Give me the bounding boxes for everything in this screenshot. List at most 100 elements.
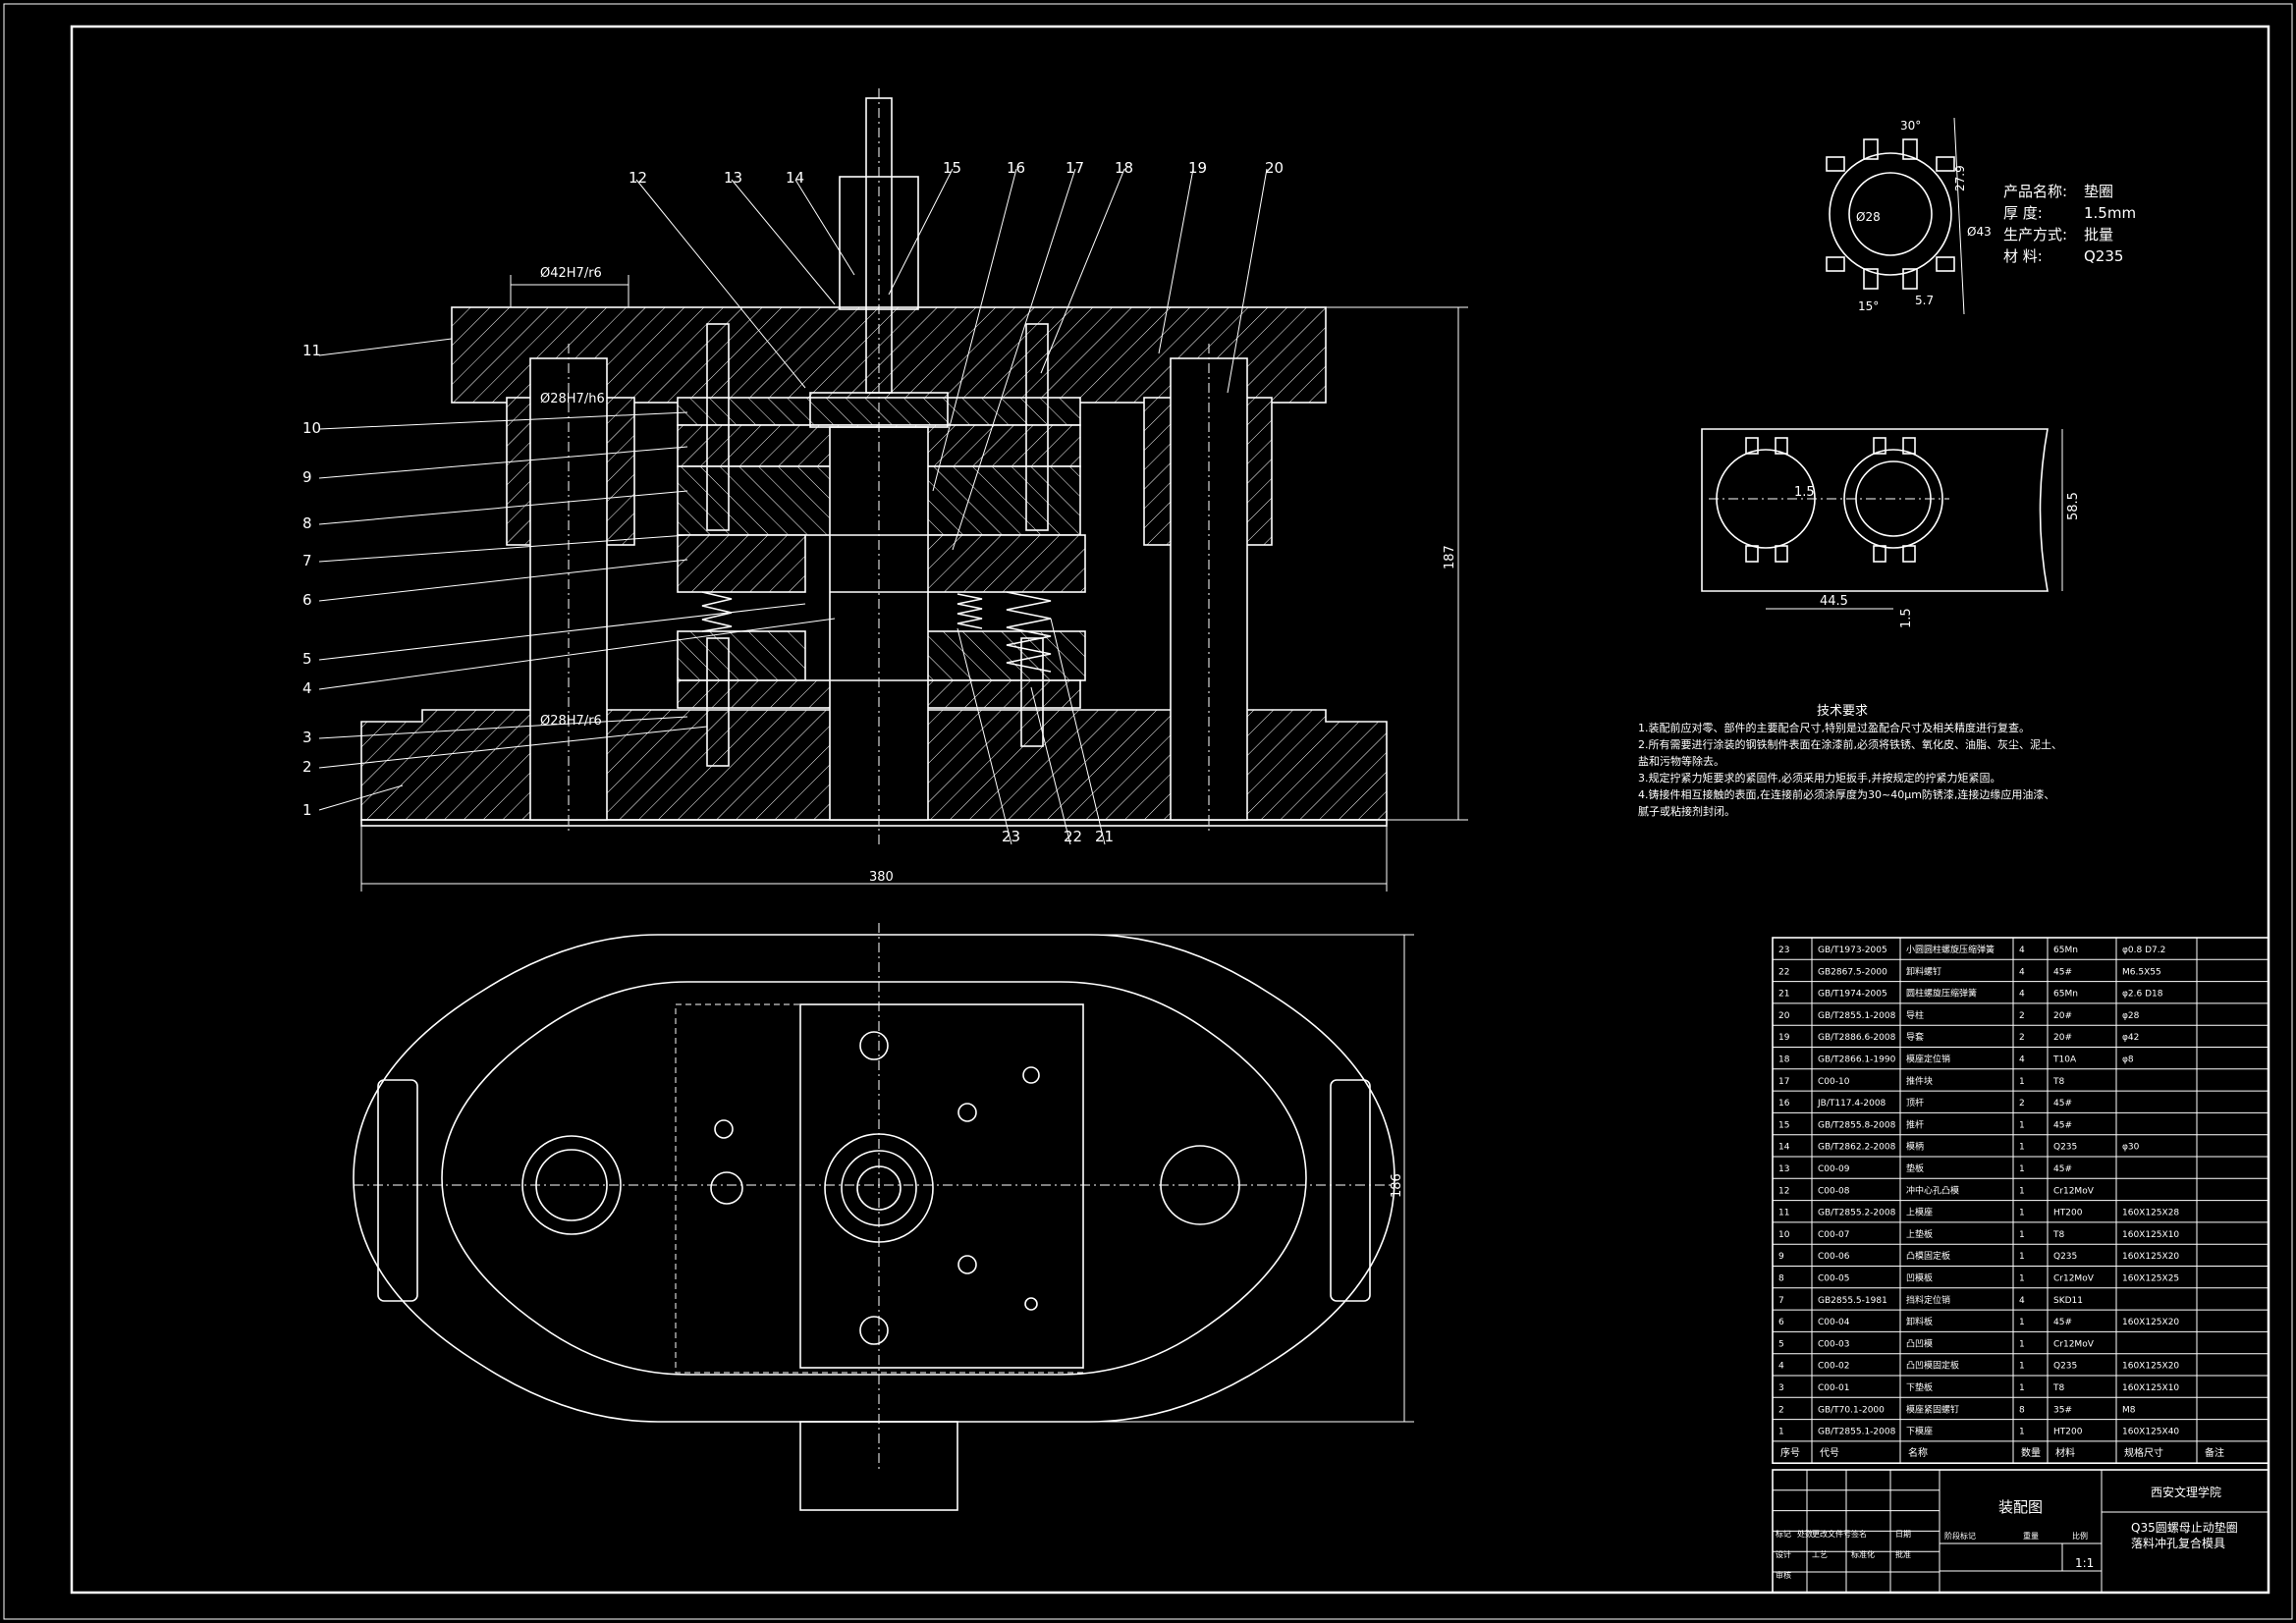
tech-req-line: 2.所有需要进行涂装的钢铁制件表面在涂漆前,必须将铁锈、氧化皮、油脂、灰尘、泥土…	[1638, 737, 2062, 751]
callout-1: 1	[302, 801, 312, 819]
bom-cell: 推件块	[1906, 1075, 1933, 1087]
inner-frame	[70, 25, 2270, 1595]
callout-12: 12	[629, 169, 647, 187]
bom-cell: 65Mn	[2053, 990, 2078, 1000]
upper-seat-outline	[441, 981, 1307, 1376]
bom-cell: φ0.8 D7.2	[2122, 946, 2165, 955]
bom-header: 数量	[2021, 1446, 2041, 1459]
bom-cell: Q235	[2053, 1252, 2077, 1262]
guide-bush-plan-left	[521, 1135, 622, 1235]
bom-cell: 圆柱螺旋压缩弹簧	[1906, 988, 1977, 1000]
bom-cell: 模柄	[1906, 1141, 1924, 1153]
bom-cell: 1	[1778, 1428, 1784, 1437]
bom-cell: GB/T2862.2-2008	[1818, 1143, 1896, 1153]
bom-cell: 5	[1778, 1339, 1784, 1349]
stripper-plate	[677, 534, 806, 593]
callout-23: 23	[1002, 828, 1020, 845]
bom-cell: 23	[1778, 946, 1789, 955]
tech-req-line: 3.规定拧紧力矩要求的紧固件,必须采用力矩扳手,并按规定的拧紧力矩紧固。	[1638, 771, 2001, 784]
bom-header: 序号	[1780, 1446, 1800, 1459]
bom-cell: 7	[1778, 1296, 1784, 1306]
bom-cell: 160X125X10	[2122, 1383, 2179, 1393]
dim-plan-height: 186	[1390, 1173, 1404, 1198]
strip-dim-585: 58.5	[2066, 492, 2081, 520]
bom-cell: 1	[2019, 1252, 2025, 1262]
callout-16: 16	[1007, 159, 1025, 177]
bom-cell: 45#	[2053, 1099, 2072, 1109]
bom-cell: 模座定位销	[1906, 1054, 1950, 1065]
bom-cell: 2	[2019, 1099, 2025, 1109]
bom-cell: 160X125X20	[2122, 1318, 2179, 1327]
bom-cell: T10A	[2052, 1055, 2077, 1065]
part-sketch: 30° 27.9 Ø28 Ø43 15° 5.7 产品名称: 垫圈 厚 度: 1…	[1826, 117, 2136, 315]
bom-cell: 4	[1778, 1362, 1784, 1372]
bom-cell: 凸模固定板	[1906, 1250, 1950, 1262]
bom-cell: 1	[2019, 1143, 2025, 1153]
callout-11: 11	[302, 342, 321, 359]
bom-cell: 凹模板	[1906, 1272, 1933, 1284]
bom-cell: 4	[2019, 1055, 2025, 1065]
info-label: 生产方式:	[2003, 226, 2067, 243]
bom-cell: 3	[1778, 1383, 1784, 1393]
title-block-label: 设计	[1776, 1549, 1791, 1559]
info-value: 垫圈	[2084, 183, 2113, 200]
bom-cell: JB/T117.4-2008	[1817, 1099, 1886, 1109]
bom-cell: GB/T2855.8-2008	[1818, 1120, 1896, 1130]
base-strip	[360, 819, 1388, 827]
bom-cell: SKD11	[2053, 1296, 2083, 1306]
fixing-plate-outline	[799, 1003, 1084, 1369]
callout-3: 3	[302, 729, 312, 746]
title-block-label: 批准	[1895, 1549, 1911, 1559]
info-value: Q235	[2084, 247, 2123, 265]
dim-width: 380	[869, 870, 894, 885]
bom-cell: M6.5X55	[2122, 967, 2161, 977]
bom-cell: 导套	[1906, 1031, 1924, 1043]
bom-cell: GB/T70.1-2000	[1818, 1405, 1885, 1415]
dim-d42: Ø42H7/r6	[540, 266, 602, 281]
bom-cell: 1	[2019, 1120, 2025, 1130]
bom-cell: 16	[1778, 1099, 1790, 1109]
bom-cell: C00-02	[1818, 1362, 1849, 1372]
bom-cell: 4	[2019, 946, 2025, 955]
bom-cell: 1	[2019, 1209, 2025, 1218]
callout-4: 4	[302, 679, 312, 697]
bom-cell: GB/T2855.1-2008	[1818, 1428, 1896, 1437]
bom-cell: Cr12MoV	[2053, 1274, 2095, 1284]
bom-cell: 1	[2019, 1164, 2025, 1174]
bom-cell: 160X125X40	[2122, 1428, 2179, 1437]
bom-cell: GB/T2866.1-1990	[1818, 1055, 1896, 1065]
bom-cell: 2	[1778, 1405, 1784, 1415]
part-info: 产品名称: 垫圈 厚 度: 1.5mm 生产方式: 批量 材 料: Q235	[2003, 183, 2136, 265]
info-label: 材 料:	[2003, 247, 2043, 265]
dim-d28b: Ø28H7/r6	[540, 714, 602, 729]
bom-cell: GB2855.5-1981	[1818, 1296, 1887, 1306]
sketch-dim-15: 15°	[1858, 299, 1879, 313]
info-value: 批量	[2084, 226, 2113, 243]
bom-cell: Q235	[2053, 1143, 2077, 1153]
product-line-1: Q35圆螺母止动垫圈	[2131, 1520, 2238, 1535]
info-label: 产品名称:	[2003, 183, 2067, 200]
title-block-label: 比例	[2072, 1531, 2088, 1541]
bom-cell: 凸凹模固定板	[1906, 1360, 1959, 1372]
technical-requirements: 技术要求 1.装配前应对零、部件的主要配合尺寸,特别是过盈配合尺寸及相关精度进行…	[1638, 704, 2062, 818]
bom-cell: 上垫板	[1906, 1228, 1933, 1240]
bom-cell: Cr12MoV	[2053, 1186, 2095, 1196]
bom-cell: 凸凹模	[1906, 1338, 1933, 1349]
title-block-label: 重量	[2023, 1531, 2039, 1541]
bom-cell: 160X125X20	[2122, 1252, 2179, 1262]
strip-dim-15b: 1.5	[1899, 608, 1914, 628]
bom-cell: 11	[1778, 1209, 1789, 1218]
bom-cell: 卸料螺钉	[1906, 965, 1941, 977]
bom-cell: 160X125X20	[2122, 1362, 2179, 1372]
bom-cell: 1	[2019, 1230, 2025, 1240]
callout-7: 7	[302, 552, 312, 569]
bom-header: 规格尺寸	[2124, 1446, 2163, 1459]
bom-cell: M8	[2122, 1405, 2136, 1415]
bom-cell: 8	[2019, 1405, 2025, 1415]
bom-cell: C00-07	[1818, 1230, 1849, 1240]
bom-cell: 22	[1778, 967, 1789, 977]
title-block-label: 阶段标记	[1944, 1531, 1976, 1541]
bom-cell: φ28	[2122, 1011, 2140, 1021]
